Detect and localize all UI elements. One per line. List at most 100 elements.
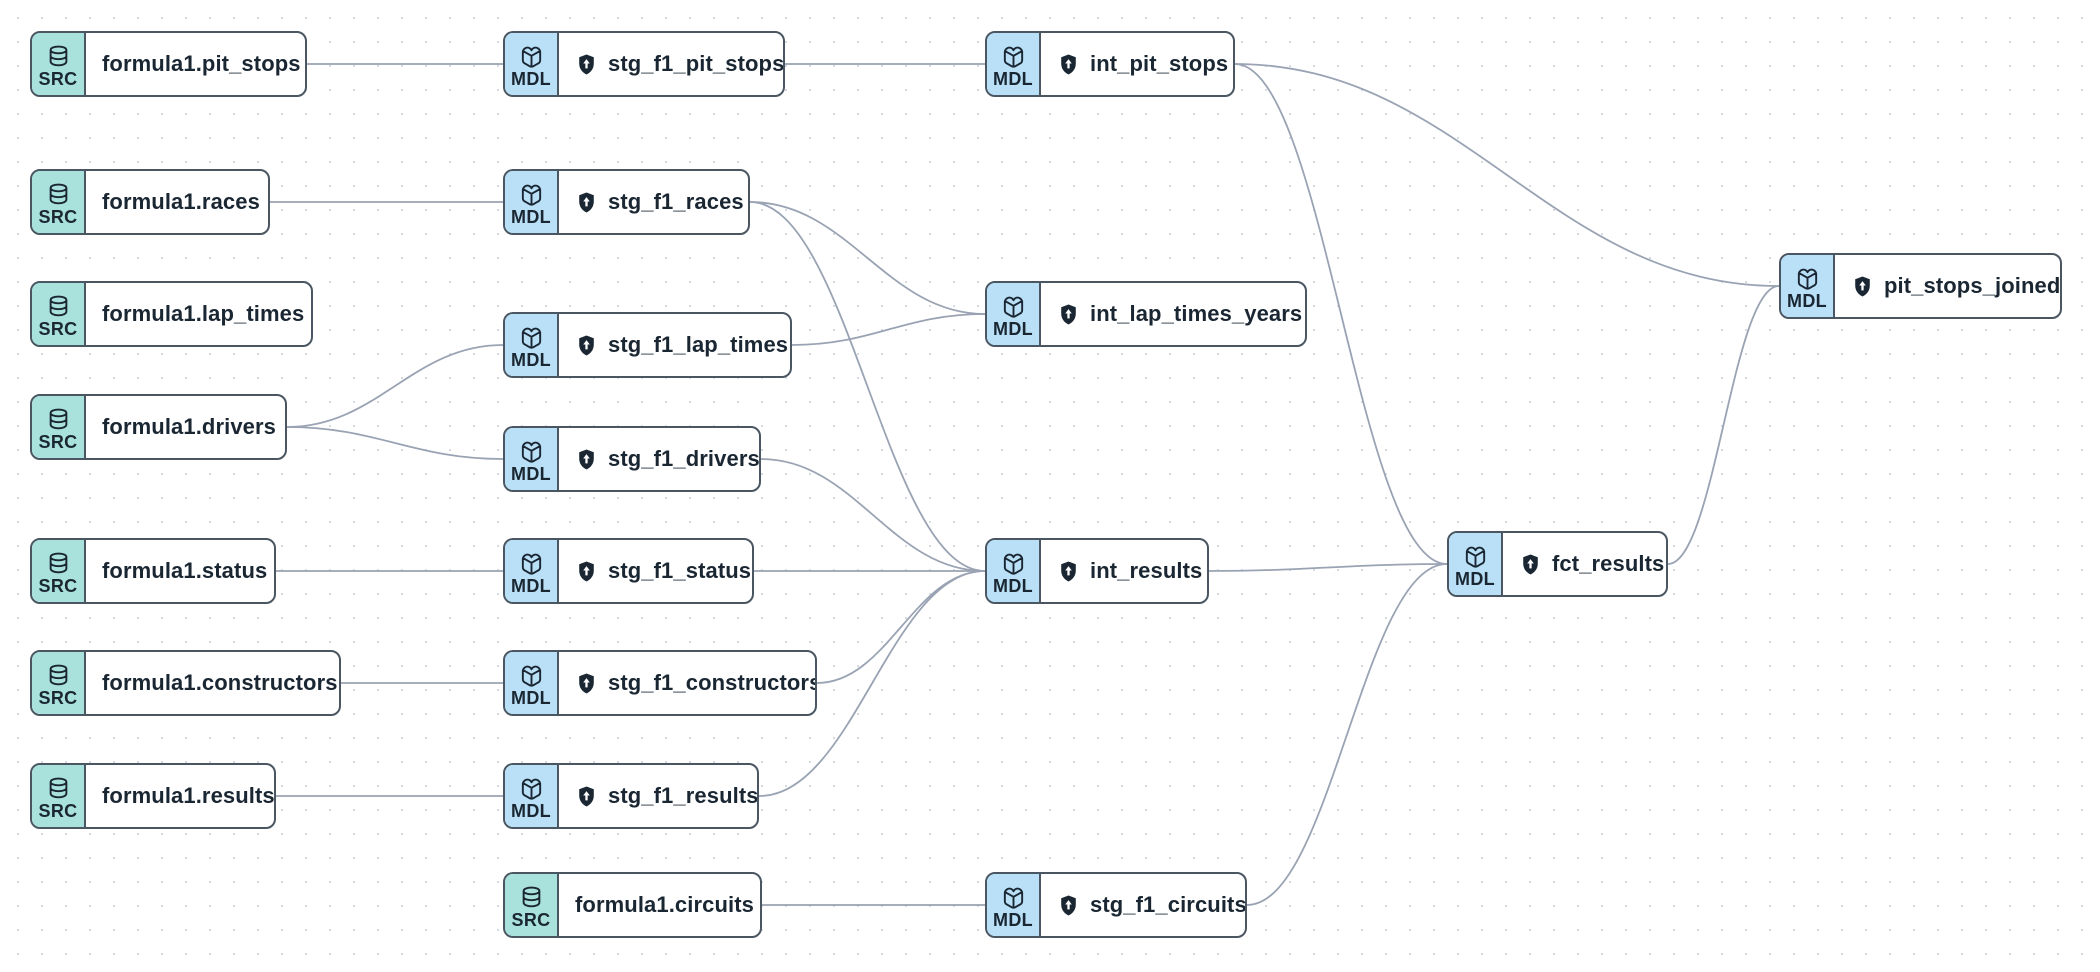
cube-icon	[518, 438, 545, 465]
model-type-badge: MDL	[505, 33, 559, 95]
cube-icon	[1794, 265, 1821, 292]
node-body: stg_f1_races	[559, 171, 748, 233]
edge-fct_results-to-pit_stops_joined	[1667, 285, 1780, 565]
database-icon	[45, 775, 72, 802]
badge-label: MDL	[993, 909, 1033, 930]
source-node-formula1.races[interactable]: SRC formula1.races	[30, 169, 270, 235]
source-node-formula1.circuits[interactable]: SRC formula1.circuits	[503, 872, 762, 938]
node-body: fct_results	[1503, 533, 1666, 595]
model-node-int_pit_stops[interactable]: MDL int_pit_stops	[985, 31, 1235, 97]
model-node-stg_f1_pit_stops[interactable]: MDL stg_f1_pit_stops	[503, 31, 785, 97]
edge-stg_f1_circuits-to-fct_results	[1246, 563, 1448, 906]
shield-lock-icon	[575, 334, 598, 357]
node-label: formula1.circuits	[575, 892, 754, 917]
edge-stg_f1_races-to-int_lap_times_years	[749, 201, 986, 315]
badge-label: SRC	[38, 687, 78, 708]
badge-label: SRC	[38, 68, 78, 89]
model-node-stg_f1_circuits[interactable]: MDL stg_f1_circuits	[985, 872, 1247, 938]
cube-icon	[518, 324, 545, 351]
cube-icon	[518, 550, 545, 577]
node-label: formula1.drivers	[102, 414, 277, 439]
node-body: stg_f1_lap_times	[559, 314, 790, 376]
database-icon	[45, 293, 72, 320]
shield-lock-icon	[575, 191, 598, 214]
badge-label: MDL	[511, 206, 551, 227]
source-type-badge: SRC	[505, 874, 559, 936]
edge-stg_f1_results-to-int_results	[758, 570, 986, 797]
node-body: int_pit_stops	[1041, 33, 1233, 95]
model-type-badge: MDL	[505, 765, 559, 827]
node-body: stg_f1_pit_stops	[559, 33, 783, 95]
cube-icon	[1000, 293, 1027, 320]
node-body: pit_stops_joined	[1835, 255, 2061, 317]
node-body: stg_f1_status	[559, 540, 752, 602]
cube-icon	[518, 43, 545, 70]
model-type-badge: MDL	[505, 314, 559, 376]
badge-label: MDL	[993, 68, 1033, 89]
cube-icon	[1000, 550, 1027, 577]
node-label: formula1.races	[102, 189, 260, 214]
shield-lock-icon	[1057, 894, 1080, 917]
badge-label: MDL	[511, 463, 551, 484]
node-label: fct_results	[1552, 551, 1665, 576]
edge-stg_f1_drivers-to-int_results	[760, 458, 986, 572]
shield-lock-icon	[1057, 560, 1080, 583]
node-body: formula1.pit_stops	[86, 33, 305, 95]
database-icon	[45, 662, 72, 689]
model-type-badge: MDL	[505, 540, 559, 602]
badge-label: MDL	[511, 68, 551, 89]
cube-icon	[1462, 543, 1489, 570]
model-type-badge: MDL	[505, 428, 559, 490]
source-type-badge: SRC	[32, 33, 86, 95]
edge-src_drivers-to-stg_f1_lap_times	[286, 344, 504, 428]
node-label: formula1.pit_stops	[102, 51, 301, 76]
model-type-badge: MDL	[987, 540, 1041, 602]
node-body: formula1.circuits	[559, 874, 760, 936]
node-label: stg_f1_lap_times	[608, 332, 789, 357]
badge-label: SRC	[38, 800, 78, 821]
node-label: int_pit_stops	[1090, 51, 1229, 76]
model-type-badge: MDL	[987, 33, 1041, 95]
shield-lock-icon	[575, 672, 598, 695]
node-body: stg_f1_circuits	[1041, 874, 1247, 936]
shield-lock-icon	[1057, 53, 1080, 76]
node-body: int_results	[1041, 540, 1207, 602]
database-icon	[518, 884, 545, 911]
cube-icon	[518, 662, 545, 689]
source-type-badge: SRC	[32, 171, 86, 233]
badge-label: SRC	[38, 206, 78, 227]
model-type-badge: MDL	[987, 283, 1041, 345]
source-type-badge: SRC	[32, 283, 86, 345]
shield-lock-icon	[1519, 553, 1542, 576]
node-label: pit_stops_joined	[1884, 273, 2061, 298]
cube-icon	[1000, 884, 1027, 911]
shield-lock-icon	[1851, 275, 1874, 298]
model-node-stg_f1_races[interactable]: MDL stg_f1_races	[503, 169, 750, 235]
node-label: stg_f1_constructors	[608, 670, 817, 695]
node-label: stg_f1_results	[608, 783, 759, 808]
node-label: stg_f1_races	[608, 189, 744, 214]
edge-stg_f1_races-to-int_results	[749, 201, 986, 572]
source-node-formula1.pit_stops[interactable]: SRC formula1.pit_stops	[30, 31, 307, 97]
model-type-badge: MDL	[987, 874, 1041, 936]
model-node-stg_f1_results[interactable]: MDL stg_f1_results	[503, 763, 759, 829]
cube-icon	[518, 181, 545, 208]
model-node-stg_f1_lap_times[interactable]: MDL stg_f1_lap_times	[503, 312, 792, 378]
source-type-badge: SRC	[32, 540, 86, 602]
edge-src_drivers-to-stg_f1_drivers	[286, 426, 504, 460]
node-label: stg_f1_circuits	[1090, 892, 1247, 917]
shield-lock-icon	[575, 785, 598, 808]
